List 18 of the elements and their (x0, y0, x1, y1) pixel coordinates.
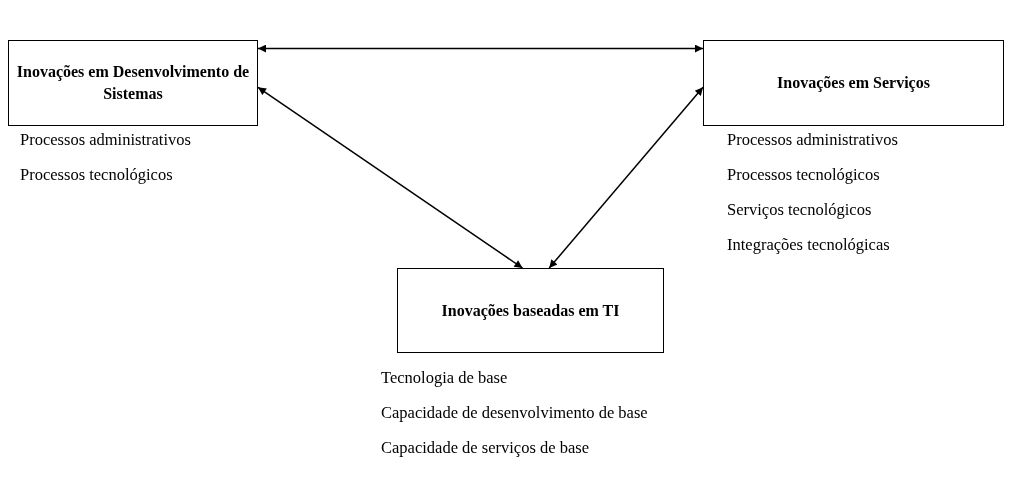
list-item: Processos administrativos (727, 130, 898, 150)
double-arrow (548, 86, 704, 269)
list-item: Processos tecnológicos (727, 165, 881, 185)
category-box (8, 40, 258, 126)
box-title: Inovações baseadas em TI (440, 300, 621, 322)
double-arrow (257, 86, 524, 269)
list-item: Processos administrativos (20, 130, 191, 150)
list-item: Integrações tecnológicas (727, 235, 891, 255)
list-item: Capacidade de serviços de base (381, 438, 590, 458)
box-title: Inovações em Serviços (776, 73, 931, 94)
list-item: Capacidade de desenvolvimento de base (381, 403, 648, 423)
list-item: Serviços tecnológicos (727, 200, 873, 220)
list-item: Processos tecnológicos (20, 165, 174, 185)
box-title: Inovações em Desenvolvimento de Sistemas (15, 62, 251, 104)
category-box (397, 268, 664, 353)
double-arrow (257, 44, 704, 53)
category-box (703, 40, 1004, 126)
list-item: Tecnologia de base (381, 368, 509, 388)
